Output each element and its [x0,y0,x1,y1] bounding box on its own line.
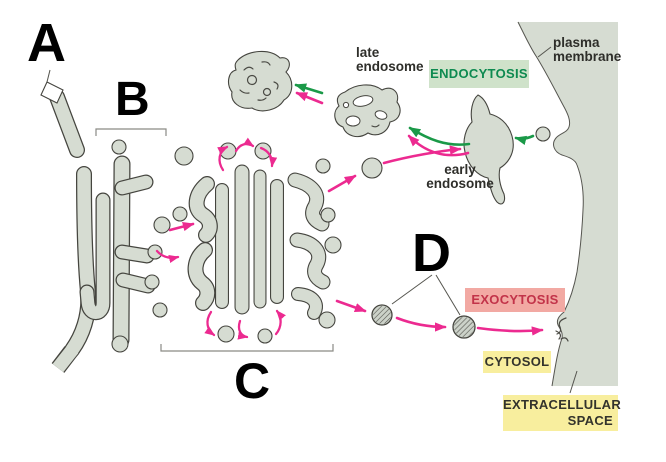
secretory-vesicle [371,304,393,326]
transport-vesicle [174,146,194,166]
transport-vesicle [318,311,336,329]
label-b: B [115,73,150,126]
exocytic-pathway-arrows [155,91,544,340]
transport-vesicle [320,207,336,223]
golgi-shape [187,164,331,320]
transport-vesicle [257,328,273,344]
extracellular-pointer-line [569,370,578,394]
label-c: C [234,353,270,409]
transport-vesicle [315,158,331,174]
transport-vesicle [153,216,171,234]
bracket-b [95,128,167,136]
er-tubule-open-end [40,81,64,104]
label-d: D [412,223,451,283]
cytosol-badge: CYTOSOL [483,351,551,373]
secretory-vesicles [371,304,476,339]
late-endosome-label: late endosome [356,45,424,74]
transport-vesicle [217,325,235,343]
transport-vesicle [152,302,168,318]
transport-vesicle [254,142,272,160]
late-endosome-shape [334,84,401,138]
plasma-membrane-pointer-line [537,46,552,58]
d-pointer-lines [391,274,461,316]
lysosome-shape [227,50,293,112]
early-endosome-label: early endosome [426,162,494,191]
transport-vesicle [324,236,342,254]
plasma-membrane-label: plasma membrane [553,35,622,64]
label-a: A [27,13,66,73]
endocytic-vesicle [535,126,551,142]
er-shape [40,69,156,373]
early-endosome-shape [463,94,514,205]
transport-vesicle [361,157,383,179]
transport-vesicle [144,274,160,290]
transport-vesicle [111,139,127,155]
plasma-membrane-shape [517,21,618,387]
transport-vesicle [172,206,188,222]
bracket-c [160,344,334,352]
secretory-vesicle [452,315,476,339]
endocytic-pathway-arrows [294,83,535,146]
endocytosis-badge: ENDOCYTOSIS [429,60,529,88]
extracellular-space-badge: EXTRACELLULAR SPACE [503,395,621,431]
transport-vesicle [147,244,163,260]
exocytosis-badge: EXOCYTOSIS [465,288,565,312]
membrane-fusion-site [555,317,569,342]
